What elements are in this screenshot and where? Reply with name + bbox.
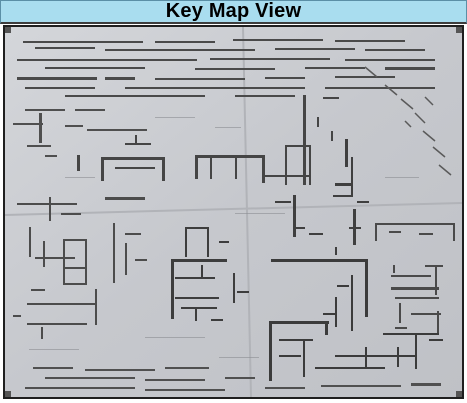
right-rooms bbox=[375, 223, 455, 335]
left-lower-plan bbox=[13, 197, 147, 339]
corridor-walls bbox=[77, 95, 339, 185]
left-notes bbox=[13, 109, 147, 157]
central-lower-plan bbox=[171, 227, 249, 321]
footer-text-block bbox=[25, 367, 441, 391]
key-map-view[interactable] bbox=[3, 25, 464, 399]
panel-title: Key Map View bbox=[165, 0, 302, 22]
floor-plan-image bbox=[5, 27, 462, 397]
scan-noise bbox=[29, 117, 419, 358]
paper-background bbox=[5, 27, 462, 397]
panel-title-bar: Key Map View bbox=[0, 0, 467, 24]
diagonal-hatch bbox=[364, 66, 452, 176]
lower-right-plan bbox=[269, 259, 443, 381]
header-text-block bbox=[17, 39, 435, 97]
center-wing bbox=[275, 139, 369, 255]
corner-mounts bbox=[5, 27, 462, 397]
